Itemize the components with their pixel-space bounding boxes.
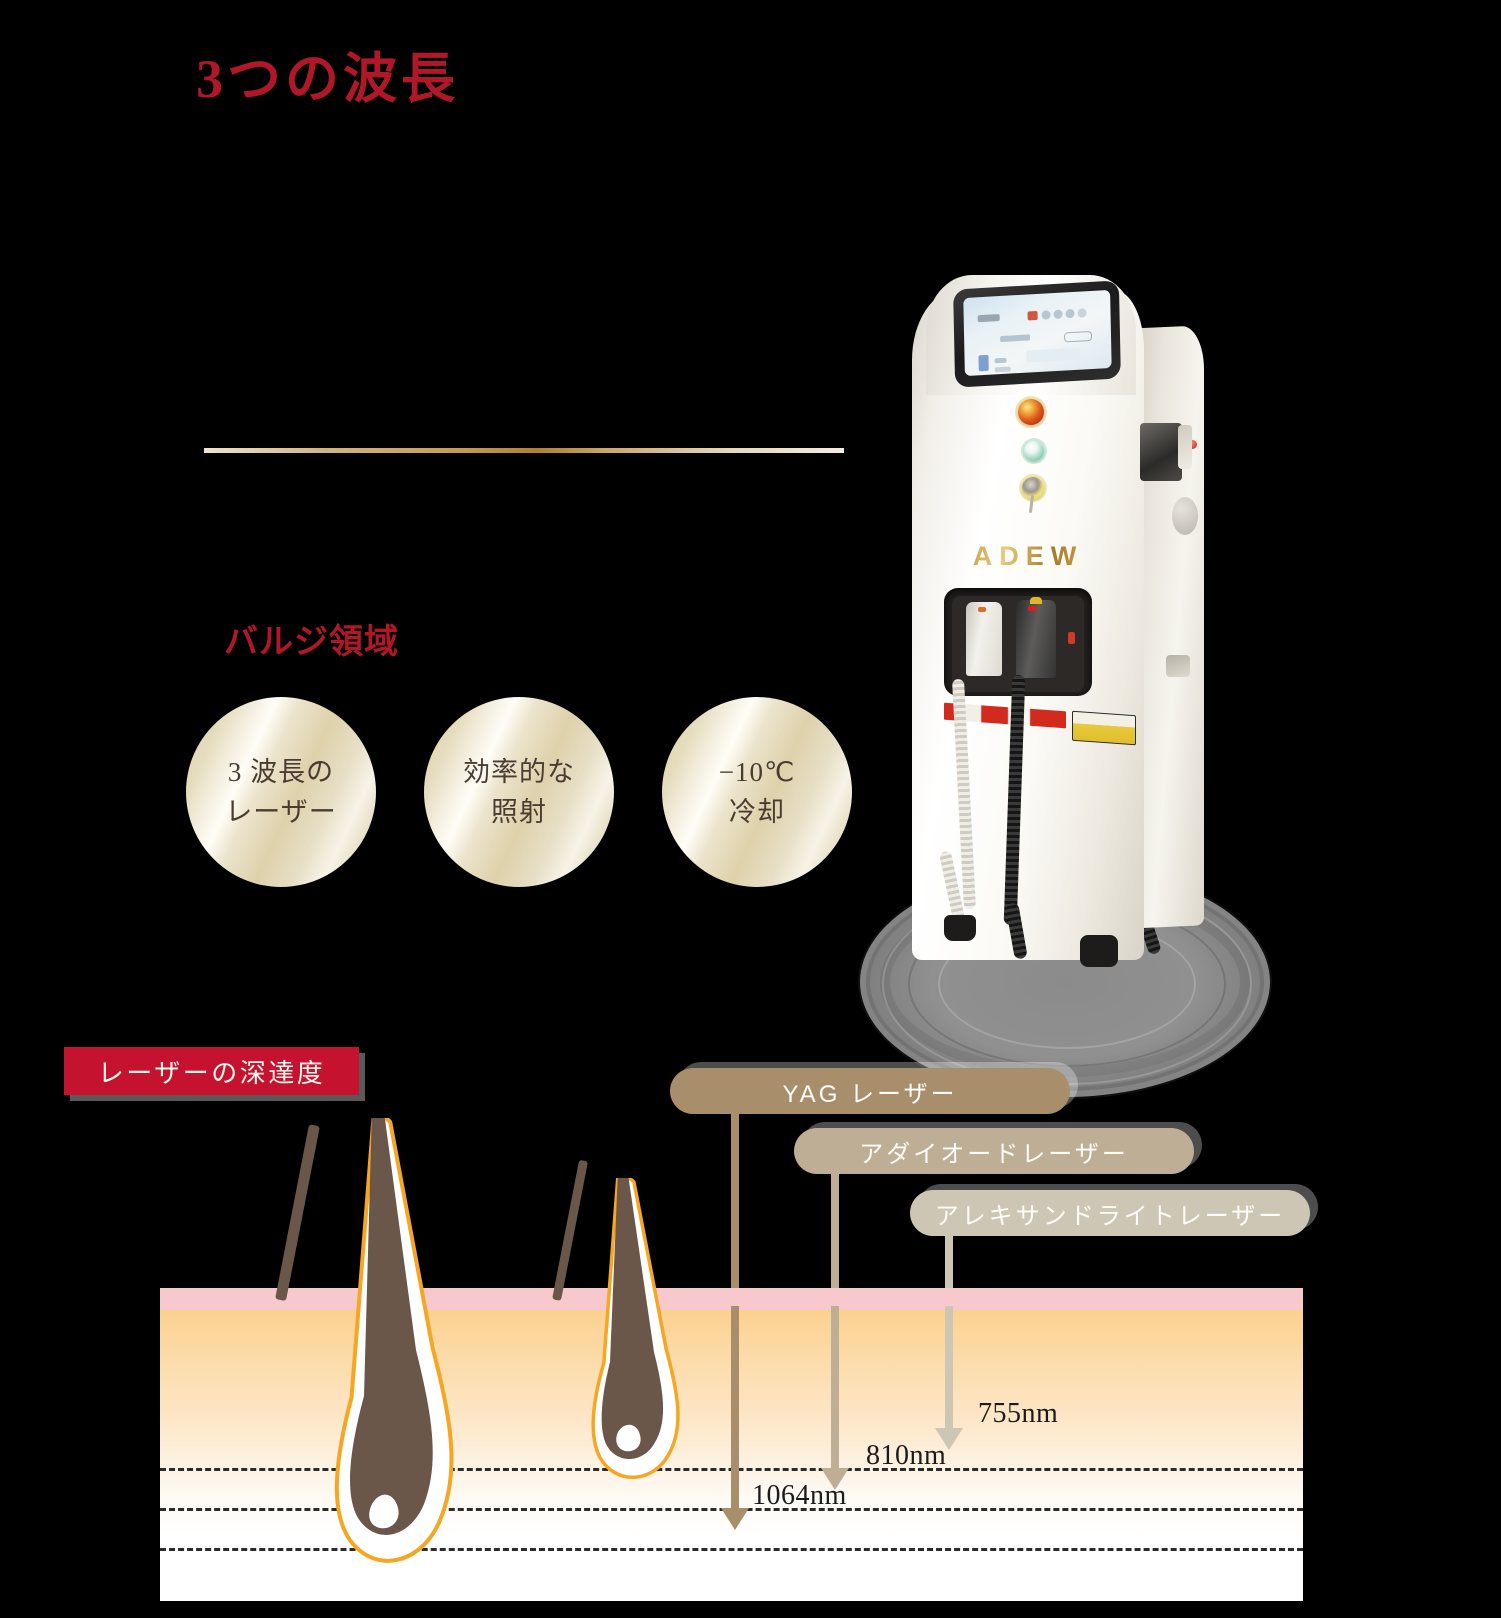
- screen-ui-panel-mid: [1026, 347, 1081, 363]
- gold-divider: [204, 448, 844, 453]
- feature-circle-label: −10℃ 冷却: [718, 756, 796, 828]
- diode-stem: [831, 1174, 839, 1306]
- depth-banner-label: レーザーの深達度: [97, 1058, 326, 1088]
- screen-ui-panel-right: [1063, 330, 1093, 343]
- laser-label-yag: YAG レーザー: [670, 1068, 1070, 1114]
- feature-circle-three-wavelength: 3 波長の レーザー: [186, 697, 376, 887]
- alexandrite-stem: [945, 1236, 953, 1306]
- screen-ui-row-title: [977, 314, 1000, 323]
- screen-ui-chip-red: [1027, 310, 1038, 321]
- screen-ui-small-1: [994, 357, 1007, 364]
- caster-front-left: [944, 915, 976, 941]
- page-title: 3つの波長: [196, 49, 459, 109]
- side-port-plate: [1178, 425, 1192, 469]
- device-brand-logo: ADEW: [948, 541, 1108, 572]
- handpiece-black-cap: [1030, 597, 1042, 604]
- side-vent: [1166, 655, 1190, 677]
- screen-ui-small-2: [994, 366, 1011, 373]
- cable-connector-block: [1140, 423, 1182, 481]
- wavelength-label-1064: 1064nm: [752, 1480, 847, 1511]
- caster-front-right: [1080, 935, 1118, 967]
- screen-ui-chip-1: [1041, 310, 1051, 320]
- bay-side-marker: [1068, 632, 1075, 644]
- emergency-stop-button[interactable]: [1018, 399, 1044, 425]
- feature-circle-cooling: −10℃ 冷却: [662, 697, 852, 887]
- screen-ui-chip-4: [1077, 308, 1087, 318]
- yag-stem: [731, 1114, 739, 1306]
- hair-follicle-large: [334, 1118, 454, 1563]
- hair-follicle-small: [591, 1178, 680, 1479]
- laser-label-yag-text: YAG レーザー: [782, 1080, 958, 1108]
- status-indicator-light[interactable]: [1024, 441, 1044, 461]
- feature-circle-efficient: 効率的な 照射: [424, 697, 614, 887]
- laser-label-diode-text: アダイオードレーザー: [859, 1140, 1129, 1168]
- touchscreen-display[interactable]: [963, 289, 1112, 377]
- handpiece-black[interactable]: [1016, 600, 1056, 678]
- key-switch[interactable]: [1022, 477, 1044, 499]
- feature-circle-label: 効率的な 照射: [463, 756, 575, 828]
- screen-ui-chip-2: [1053, 309, 1063, 320]
- laser-label-alexandrite: アレキサンドライトレーザー: [910, 1190, 1310, 1236]
- laser-danger-label: [1072, 710, 1136, 746]
- arrow-line-755: [945, 1306, 953, 1428]
- handpiece-white-indicator: [978, 607, 986, 612]
- laser-machine-image: ADEW: [840, 255, 1340, 1155]
- touchscreen-bezel: [953, 280, 1121, 388]
- arrow-line-810: [831, 1306, 839, 1468]
- wavelength-label-810: 810nm: [866, 1440, 947, 1471]
- side-knob[interactable]: [1172, 497, 1198, 535]
- bulge-region-label: バルジ領域: [224, 624, 399, 661]
- screen-ui-panel-left: [1000, 334, 1031, 343]
- arrow-line-1064: [731, 1306, 739, 1508]
- arrow-head-755: [935, 1428, 963, 1450]
- feature-circle-label: 3 波長の レーザー: [225, 756, 337, 828]
- side-power-led: [1188, 440, 1197, 449]
- arrow-head-810: [821, 1468, 849, 1490]
- depth-line-3: [160, 1548, 1303, 1551]
- wavelength-label-755: 755nm: [978, 1398, 1059, 1429]
- depth-banner: レーザーの深達度: [64, 1047, 359, 1095]
- laser-label-alexandrite-text: アレキサンドライトレーザー: [934, 1202, 1286, 1230]
- laser-label-diode: アダイオードレーザー: [794, 1128, 1194, 1174]
- handpiece-black-indicator: [1028, 606, 1037, 611]
- screen-ui-chip-3: [1065, 308, 1075, 319]
- screen-ui-accent-block: [978, 354, 989, 372]
- handpiece-white[interactable]: [966, 602, 1002, 676]
- arrow-head-1064: [721, 1508, 749, 1530]
